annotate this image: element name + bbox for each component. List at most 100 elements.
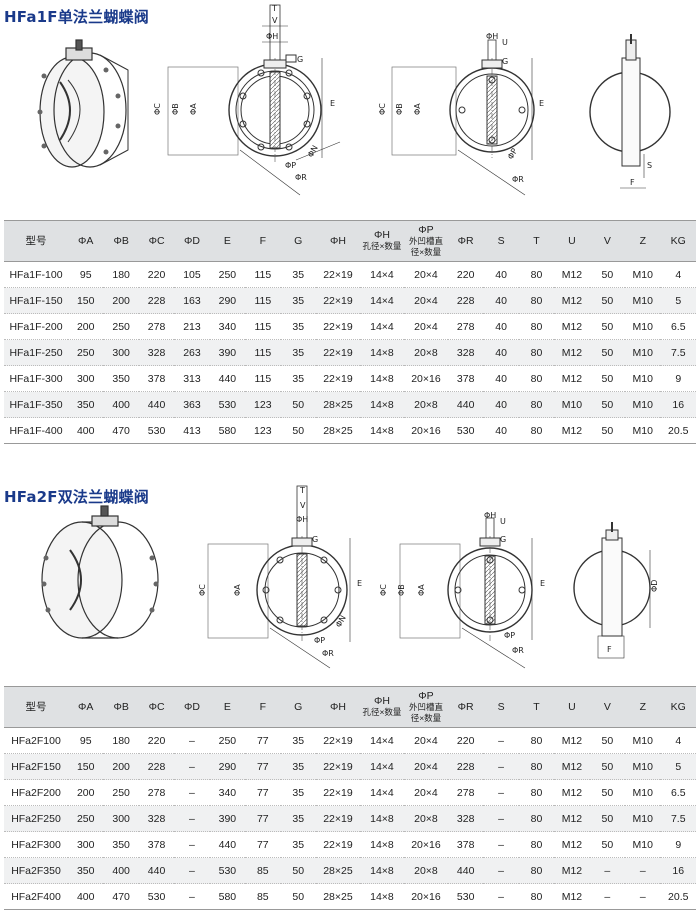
- table-cell: 220: [138, 261, 175, 288]
- table-cell: 50: [589, 417, 626, 444]
- table-cell: 50: [589, 339, 626, 366]
- label-phi-c-3: ΦC: [198, 584, 207, 596]
- table-cell: M12: [554, 727, 590, 754]
- table-cell: 14×8: [359, 417, 404, 444]
- table-cell: –: [174, 883, 210, 910]
- table-cell: 80: [518, 365, 555, 392]
- table-cell: 290: [209, 287, 246, 314]
- table-cell: 22×19: [315, 313, 360, 340]
- table-cell: 35: [280, 753, 316, 780]
- table-cell: 278: [138, 779, 175, 806]
- header-u: U: [554, 220, 590, 262]
- label-v-3: V: [300, 501, 306, 510]
- table-cell: 213: [174, 313, 210, 340]
- table-cell: 390: [209, 339, 246, 366]
- table-cell: 413: [174, 417, 210, 444]
- table-cell: 16: [660, 391, 696, 418]
- table-cell: –: [483, 779, 519, 806]
- table-cell: 35: [280, 365, 316, 392]
- header-phi-b: ΦB: [103, 686, 139, 728]
- table-cell: 22×19: [315, 261, 360, 288]
- valve-front-view-2: [391, 39, 535, 196]
- table-cell: –: [625, 883, 661, 910]
- table-cell: 200: [68, 313, 104, 340]
- label-phi-p-3: ΦP: [314, 636, 325, 645]
- table-cell: 105: [174, 261, 210, 288]
- table-cell: 250: [209, 727, 246, 754]
- table-cell: 530: [138, 417, 175, 444]
- label-t: T: [271, 4, 277, 13]
- table-cell: M10: [625, 417, 661, 444]
- table-cell: 20×4: [403, 287, 448, 314]
- table-cell: 300: [103, 339, 139, 366]
- table-cell: 50: [589, 805, 626, 832]
- table-cell: 250: [103, 779, 139, 806]
- table-cell: 35: [280, 805, 316, 832]
- table-cell: 440: [209, 831, 246, 858]
- table-cell: 530: [209, 857, 246, 884]
- table-cell: M10: [625, 287, 661, 314]
- label-phi-h-4: ΦH: [484, 511, 496, 520]
- table-cell: 123: [245, 391, 281, 418]
- table-cell: 28×25: [315, 417, 360, 444]
- table-cell: 14×4: [359, 779, 404, 806]
- table-cell: M12: [554, 313, 590, 340]
- table-cell: 278: [138, 313, 175, 340]
- table-cell: 80: [518, 805, 555, 832]
- table-cell: 20×16: [403, 365, 448, 392]
- label-g: G: [297, 55, 303, 64]
- table-cell: M12: [554, 339, 590, 366]
- table-cell: 378: [138, 365, 175, 392]
- table-cell: 400: [103, 391, 139, 418]
- table-cell: HFa2F400: [4, 883, 68, 910]
- label-phi-b: ΦB: [171, 103, 180, 115]
- table-cell: M10: [625, 339, 661, 366]
- header-f: F: [245, 686, 281, 728]
- table-cell: HFa2F150: [4, 753, 68, 780]
- table-cell: M12: [554, 753, 590, 780]
- table-cell: 250: [103, 313, 139, 340]
- table-cell: –: [174, 753, 210, 780]
- label-phi-p: ΦP: [285, 161, 296, 170]
- header-phi-d: ΦD: [174, 686, 210, 728]
- table-cell: 328: [447, 805, 484, 832]
- table-cell: 328: [447, 339, 484, 366]
- table-cell: 250: [68, 339, 104, 366]
- section-title-hfa1f: HFa1F单法兰蝴蝶阀: [4, 8, 149, 26]
- table-cell: 220: [447, 261, 484, 288]
- table-cell: 378: [447, 365, 484, 392]
- table-cell: M12: [554, 805, 590, 832]
- front-view-1-dimension-labels: ΦC ΦB ΦA T V ΦH G E ΦP ΦR ΦN: [153, 4, 335, 182]
- table-cell: 35: [280, 779, 316, 806]
- table-cell: 250: [68, 805, 104, 832]
- table-cell: 228: [447, 753, 484, 780]
- table-cell: 580: [209, 417, 246, 444]
- table-cell: 14×8: [359, 365, 404, 392]
- label-e-4: E: [540, 579, 545, 588]
- table-cell: M10: [625, 805, 661, 832]
- label-phi-r-3: ΦR: [322, 649, 334, 658]
- table-cell: 14×8: [359, 857, 404, 884]
- table-cell: 440: [447, 857, 484, 884]
- table-cell: 20×8: [403, 339, 448, 366]
- table-cell: 80: [518, 753, 555, 780]
- label-u: U: [502, 38, 508, 47]
- table-cell: M10: [554, 391, 590, 418]
- table-cell: M10: [625, 365, 661, 392]
- table-cell: 80: [518, 831, 555, 858]
- table-cell: 50: [280, 883, 316, 910]
- table-cell: 340: [209, 313, 246, 340]
- header-phi-r: ΦR: [447, 686, 484, 728]
- table-cell: 22×19: [315, 831, 360, 858]
- table-cell: 95: [68, 261, 104, 288]
- table-cell: –: [483, 805, 519, 832]
- header-line: ΦP: [418, 223, 434, 236]
- table-cell: 6.5: [660, 313, 696, 340]
